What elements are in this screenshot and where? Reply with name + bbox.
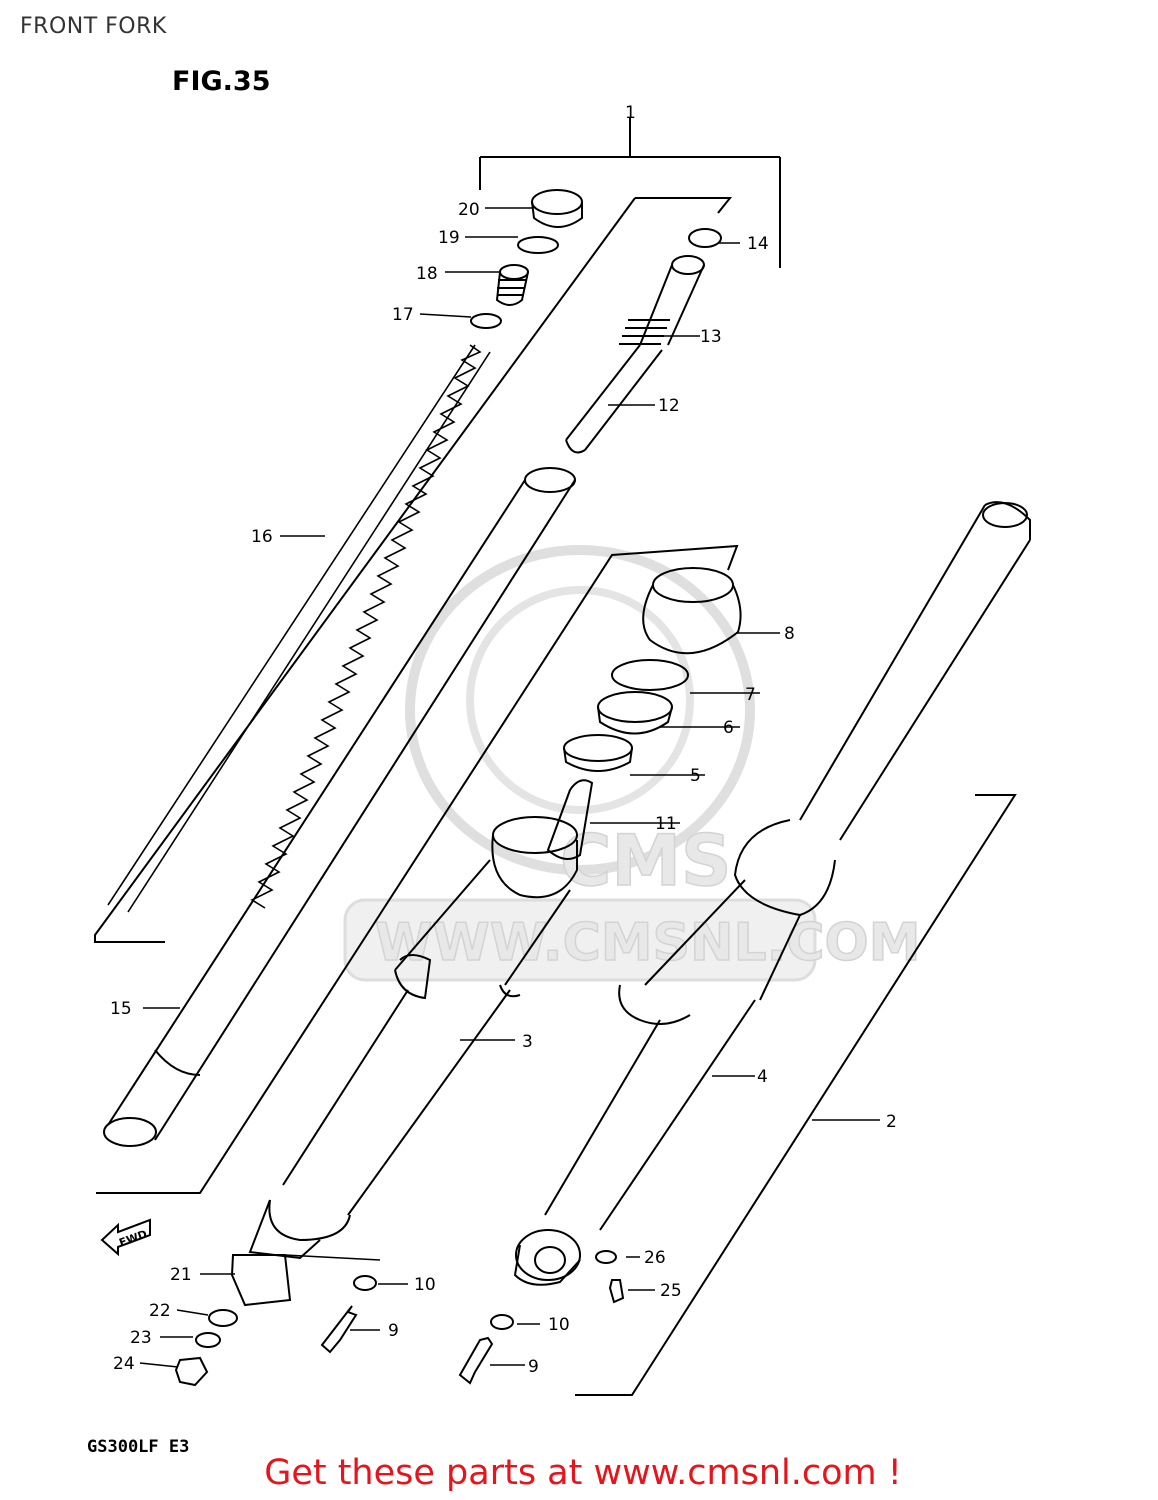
part-17-oring <box>470 313 502 329</box>
leader-lines <box>139 207 880 1368</box>
part-15-inner-tube <box>103 467 576 1147</box>
promo-link[interactable]: Get these parts at www.cmsnl.com ! <box>264 1453 902 1493</box>
callout-20: 20 <box>458 200 480 220</box>
part-4-outer-tube-right <box>513 501 1031 1286</box>
part-22-washer <box>208 1309 238 1327</box>
callout-26: 26 <box>644 1248 666 1268</box>
part-11-oil-lock <box>546 779 594 860</box>
fwd-arrow-icon: FWD <box>100 1218 151 1257</box>
part-7-stopper-ring <box>611 659 689 691</box>
part-23-washer <box>195 1332 221 1348</box>
callout-11: 11 <box>655 814 677 834</box>
bracket-left-outer <box>96 544 739 1194</box>
part-9-bolt-lower <box>458 1336 494 1385</box>
part-16-spring-edge <box>107 344 491 913</box>
bracket-left-group <box>94 197 733 943</box>
part-13-rebound-spring <box>619 255 705 346</box>
part-21-axle-holder <box>230 1254 292 1307</box>
cmsnl-watermark: WWW.CMSNL.COM CMS <box>343 545 921 982</box>
part-10-washer-right <box>353 1275 377 1291</box>
bracket-1 <box>479 118 781 268</box>
callout-8: 8 <box>784 624 795 644</box>
callout-18: 18 <box>416 264 438 284</box>
watermark-logo-text: CMS <box>560 820 731 902</box>
callout-13: 13 <box>700 327 722 347</box>
part-20-cap <box>531 189 583 228</box>
callout-15: 15 <box>110 999 132 1019</box>
part-8-dust-seal <box>642 567 742 655</box>
part-26-washer <box>595 1250 617 1264</box>
callout-3: 3 <box>522 1032 533 1052</box>
watermark-url-text: WWW.CMSNL.COM <box>375 913 920 973</box>
callout-5: 5 <box>690 766 701 786</box>
bracket-right-group <box>575 794 1017 1396</box>
callout-24: 24 <box>113 1354 135 1374</box>
callout-labels: 1 20 19 18 17 14 13 12 16 8 7 6 5 11 15 … <box>110 103 897 1377</box>
part-14-bush <box>688 228 722 248</box>
callout-9-lower: 9 <box>528 1357 539 1377</box>
callout-14: 14 <box>747 234 769 254</box>
callout-1: 1 <box>625 103 636 123</box>
part-18-bolt <box>495 264 529 306</box>
callout-12: 12 <box>658 396 680 416</box>
callout-25: 25 <box>660 1281 682 1301</box>
callout-22: 22 <box>149 1301 171 1321</box>
callout-19: 19 <box>438 228 460 248</box>
callout-10-lower: 10 <box>548 1315 570 1335</box>
promo-banner[interactable]: Get these parts at www.cmsnl.com ! <box>0 1453 1158 1493</box>
callout-9-upper: 9 <box>388 1321 399 1341</box>
callout-4: 4 <box>757 1067 768 1087</box>
figure-title: FIG.35 <box>172 66 271 97</box>
part-12-damper-rod <box>565 344 663 454</box>
callout-23: 23 <box>130 1328 152 1348</box>
part-2-inner-tube-cap <box>982 502 1028 528</box>
part-24-nut <box>174 1356 209 1387</box>
callout-10-upper: 10 <box>414 1275 436 1295</box>
page-header-title: FRONT FORK <box>20 14 167 39</box>
part-6-oil-seal <box>597 691 673 735</box>
callout-6: 6 <box>723 718 734 738</box>
callout-2: 2 <box>886 1112 897 1132</box>
part-16-spring <box>250 344 482 909</box>
part-9-bolt-upper <box>320 1305 358 1354</box>
callout-21: 21 <box>170 1265 192 1285</box>
callout-17: 17 <box>392 305 414 325</box>
part-19-circlip <box>517 236 559 254</box>
part-10-washer-left <box>490 1314 514 1330</box>
callout-7: 7 <box>745 685 756 705</box>
part-5-guide-metal <box>563 734 633 772</box>
model-code: GS300LF E3 <box>87 1437 190 1457</box>
callout-16: 16 <box>251 527 273 547</box>
part-25-bolt <box>608 1279 625 1304</box>
